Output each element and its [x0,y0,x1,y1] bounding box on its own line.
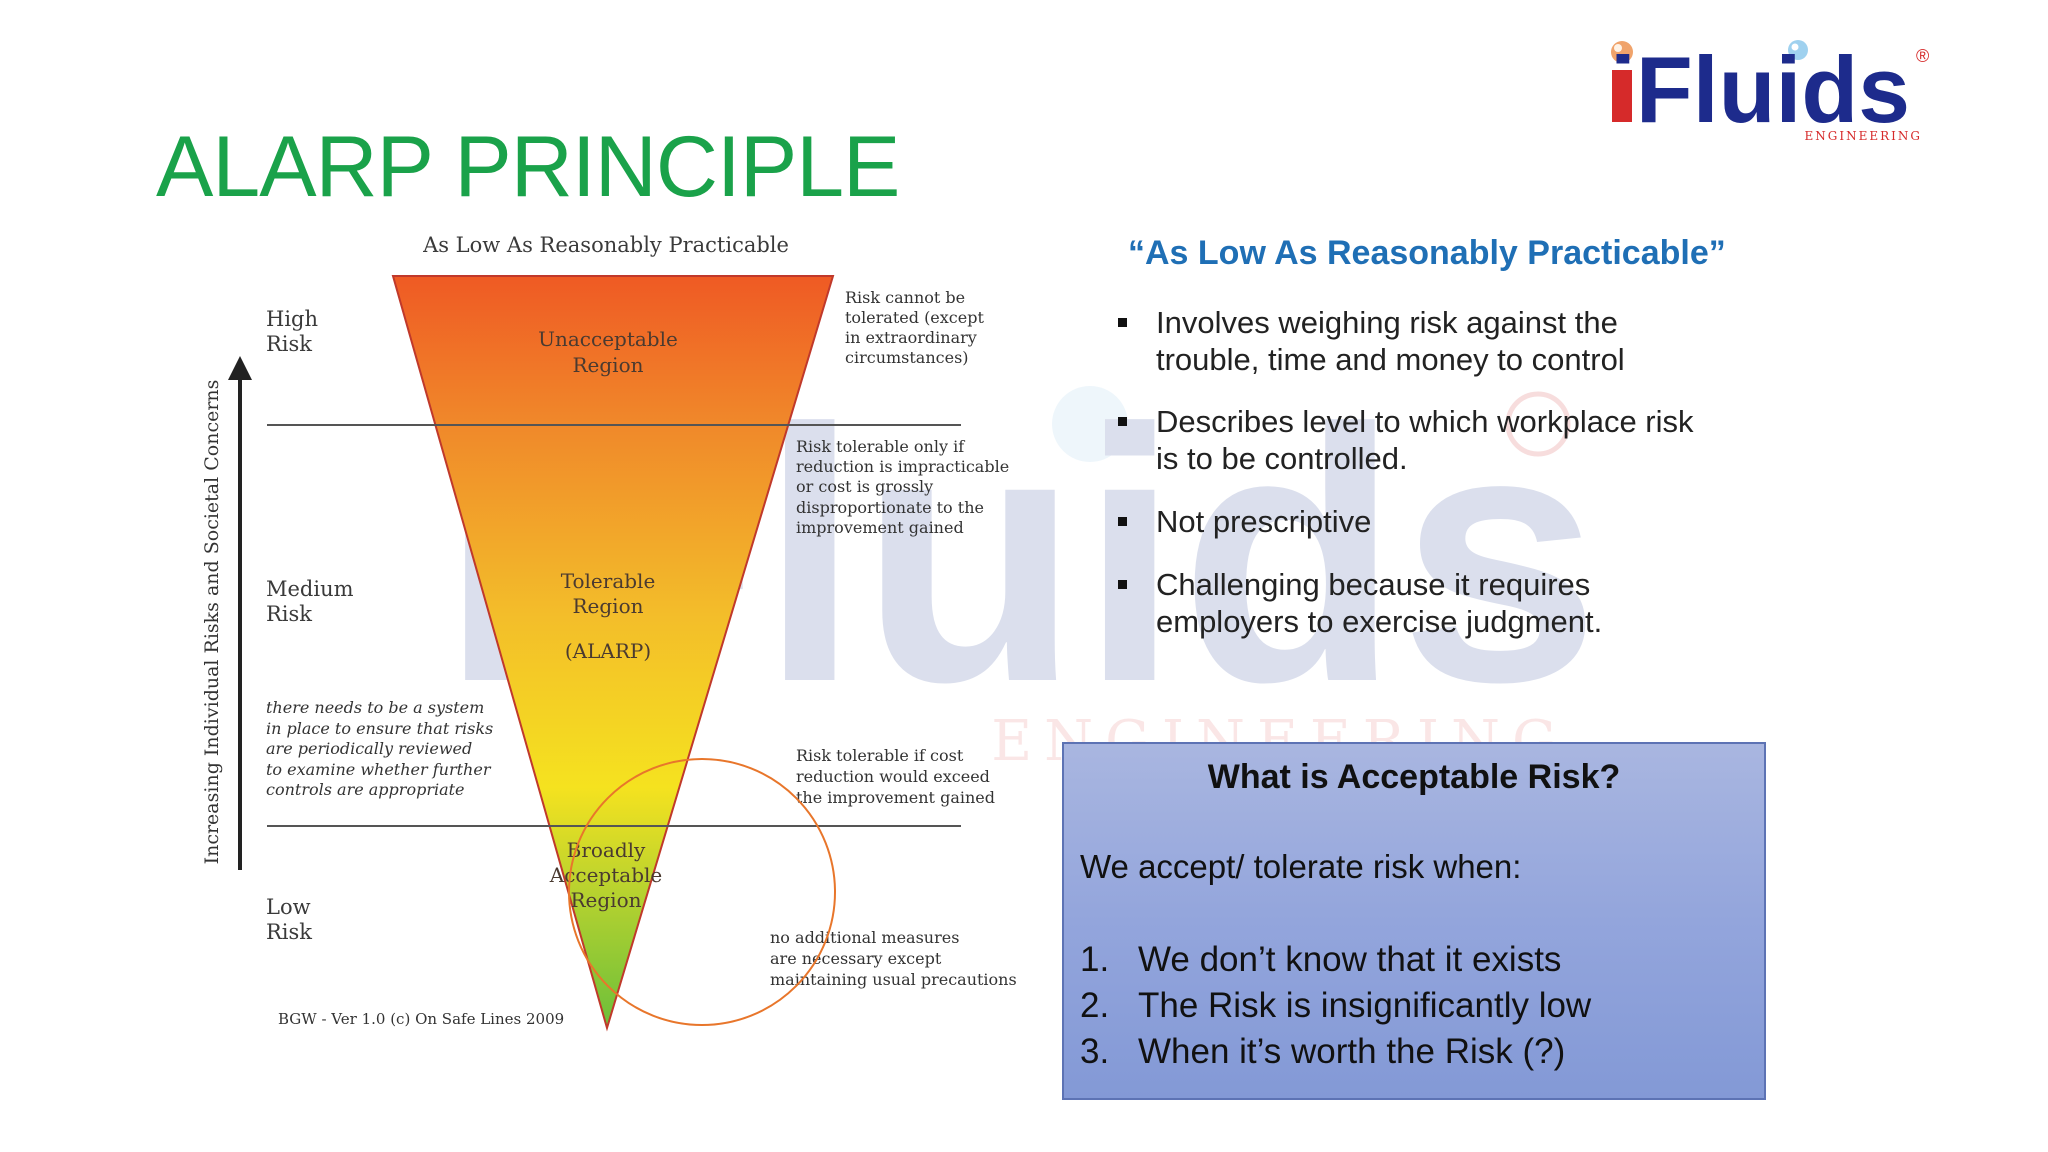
item-number: 2. [1080,986,1110,1025]
alarp-diagram: As Low As Reasonably Practicable Increas… [201,233,1017,1032]
note-broadly-3: maintaining usual precautions [770,970,1017,989]
medium-risk-label-1: Medium [266,577,354,601]
review-note-5: controls are appropriate [266,780,465,799]
review-note-2: in place to ensure that risks [266,719,493,738]
bullet-item: Involves weighing risk against the troub… [1112,304,1732,378]
bullet-line: Describes level to which workplace risk [1156,404,1694,439]
bullet-line: is to be controlled. [1156,441,1408,476]
low-risk-label-2: Risk [266,920,312,944]
note-unacceptable-2: tolerated (except [845,308,984,327]
risk-triangle [391,275,835,1032]
bullet-line: Not prescriptive [1156,504,1372,539]
diagram-top-label: As Low As Reasonably Practicable [422,233,789,257]
bullet-marker [1118,580,1127,589]
bullet-line: Involves weighing risk against the [1156,305,1618,340]
broadly-region-label-1: Broadly [567,838,646,862]
item-text: We don’t know that it exists [1138,940,1562,979]
item-number: 3. [1080,1032,1110,1071]
high-risk-label-1: High [266,307,318,331]
item-text: When it’s worth the Risk (?) [1138,1032,1566,1071]
note-broadly-2: are necessary except [770,949,942,968]
bullet-item: Describes level to which workplace risk … [1112,403,1732,477]
item-text: The Risk is insignificantly low [1138,986,1592,1025]
note-tolerable-high-3: or cost is grossly [796,477,933,496]
bullet-item: Not prescriptive [1112,503,1732,540]
acceptable-risk-intro: We accept/ tolerate risk when: [1080,848,1522,885]
bullet-marker [1118,318,1127,327]
logo-subtitle: ENGINEERING [1805,129,1922,143]
alarp-label: (ALARP) [565,639,651,663]
acceptable-risk-item: 3. When it’s worth the Risk (?) [1080,1032,1565,1072]
medium-risk-label-2: Risk [266,602,312,626]
bullet-marker [1118,417,1127,426]
unacceptable-region-label-2: Region [572,353,643,377]
tolerable-region-label-1: Tolerable [561,569,656,593]
note-unacceptable-1: Risk cannot be [845,288,965,307]
highlight-circle [568,758,836,1026]
bullet-item: Challenging because it requires employer… [1112,566,1732,640]
broadly-region-label-2: Acceptable [549,863,662,887]
note-broadly-1: no additional measures [770,928,959,947]
note-unacceptable-3: in extraordinary [845,328,977,347]
logo-brand: iFluids [1610,37,1910,142]
note-tolerable-high-1: Risk tolerable only if [796,437,965,456]
note-tolerable-high-5: improvement gained [796,518,964,537]
acceptable-risk-item: 2. The Risk is insignificantly low [1080,986,1591,1026]
note-unacceptable-4: circumstances) [845,348,969,367]
acceptable-risk-item: 1. We don’t know that it exists [1080,940,1561,980]
bullet-line: Challenging because it requires [1156,567,1591,602]
low-risk-label-1: Low [266,895,311,919]
review-note-3: are periodically reviewed [266,739,472,758]
acceptable-risk-title: What is Acceptable Risk? [1207,758,1621,796]
diagram-credit: BGW - Ver 1.0 (c) On Safe Lines 2009 [278,1010,564,1028]
note-tolerable-high-2: reduction is impracticable [796,457,1009,476]
bullet-marker [1118,517,1127,526]
note-tolerable-low-1: Risk tolerable if cost [796,746,964,765]
bullet-line: employers to exercise judgment. [1156,604,1603,639]
registered-mark: ® [1916,46,1929,66]
broadly-region-label-3: Region [570,888,641,912]
high-risk-label-2: Risk [266,332,312,356]
tolerable-region-label-2: Region [572,594,643,618]
axis-arrow-head [228,356,252,380]
item-number: 1. [1080,940,1110,979]
ifluids-logo: iFluids ® ENGINEERING [1610,37,1929,143]
note-tolerable-low-3: the improvement gained [796,788,995,807]
unacceptable-region-label-1: Unacceptable [538,327,678,351]
axis-label: Increasing Individual Risks and Societal… [201,380,223,865]
note-tolerable-low-2: reduction would exceed [796,767,990,786]
bullet-line: trouble, time and money to control [1156,342,1625,377]
acceptable-risk-box: What is Acceptable Risk? We accept/ tole… [1062,742,1766,1100]
alarp-quote-heading: “As Low As Reasonably Practicable” [1128,234,1726,272]
review-note-1: there needs to be a system [266,698,484,717]
page-title: ALARP PRINCIPLE [156,119,900,215]
note-tolerable-high-4: disproportionate to the [796,498,984,517]
review-note-4: to examine whether further [266,760,492,779]
